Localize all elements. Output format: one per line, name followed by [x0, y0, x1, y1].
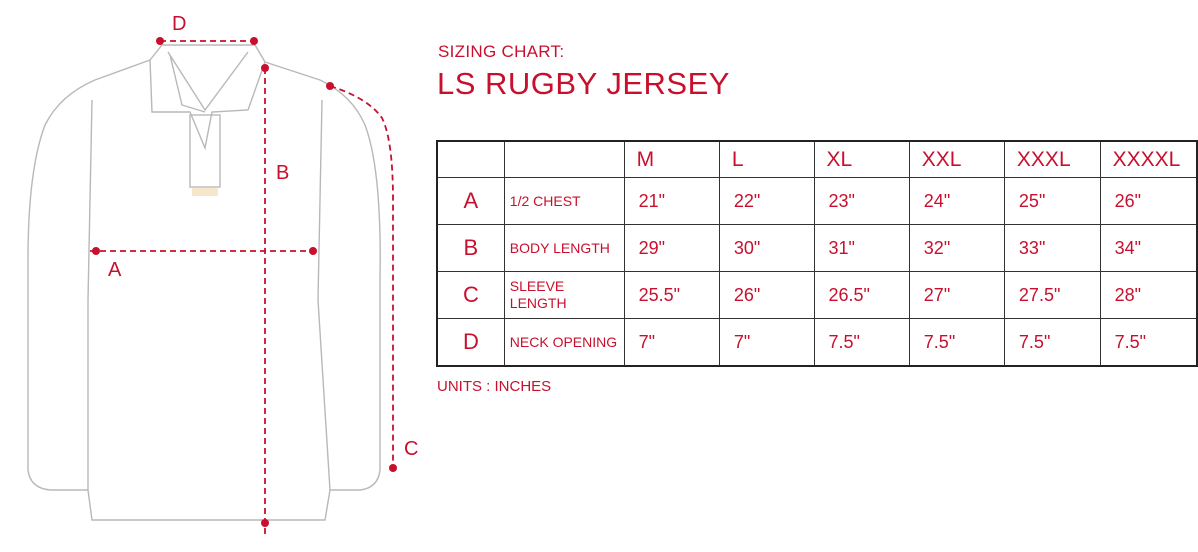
sleeve-length-line: [329, 85, 394, 468]
table-cell: 30": [718, 224, 815, 272]
label-a: A: [108, 259, 122, 281]
chart-title: LS RUGBY JERSEY: [437, 66, 730, 101]
units-note: UNITS : INCHES: [437, 378, 552, 395]
row-letter: B: [436, 224, 505, 272]
jersey-outline: [27, 44, 381, 521]
table-cell: 28": [1099, 271, 1198, 319]
size-header: XXXL: [1003, 140, 1101, 178]
row-letter: C: [436, 271, 505, 319]
table-cell: 25": [1003, 177, 1101, 225]
row-measurement: NECK OPENING: [503, 318, 625, 367]
table-cell: 7.5": [908, 318, 1005, 367]
row-measurement: BODY LENGTH: [503, 224, 625, 272]
table-cell: 29": [623, 224, 720, 272]
label-d: D: [172, 13, 186, 35]
jersey-illustration: D B A C: [27, 13, 418, 538]
table-cell: 21": [623, 177, 720, 225]
measurement-points: [92, 37, 397, 527]
table-row: C SLEEVE LENGTH 25.5" 26" 26.5" 27" 27.5…: [436, 271, 1198, 319]
table-cell: 26": [1099, 177, 1198, 225]
table-row: B BODY LENGTH 29" 30" 31" 32" 33" 34": [436, 224, 1198, 272]
size-header: XL: [813, 140, 910, 178]
table-cell: 7.5": [1003, 318, 1101, 367]
table-cell: 27.5": [1003, 271, 1101, 319]
row-measurement: 1/2 CHEST: [503, 177, 625, 225]
table-cell: 25.5": [623, 271, 720, 319]
table-row: D NECK OPENING 7" 7" 7.5" 7.5" 7.5" 7.5": [436, 318, 1198, 367]
label-c: C: [404, 438, 418, 460]
table-cell: 22": [718, 177, 815, 225]
size-header: XXXXL: [1099, 140, 1198, 178]
label-b: B: [276, 162, 289, 184]
table-cell: 7.5": [1099, 318, 1198, 367]
table-cell: 26": [718, 271, 815, 319]
table-row: A 1/2 CHEST 21" 22" 23" 24" 25" 26": [436, 177, 1198, 225]
sizing-table: M L XL XXL XXXL XXXXL A 1/2 CHEST 21" 22…: [436, 140, 1198, 367]
table-cell: 27": [908, 271, 1005, 319]
table-cell: 33": [1003, 224, 1101, 272]
header-empty-cell: [436, 140, 505, 178]
header-empty-cell: [503, 140, 625, 178]
table-cell: 23": [813, 177, 910, 225]
table-cell: 7.5": [813, 318, 910, 367]
measurement-guides: [90, 40, 394, 538]
table-header-row: M L XL XXL XXXL XXXXL: [436, 140, 1198, 178]
size-header: XXL: [908, 140, 1005, 178]
table-cell: 34": [1099, 224, 1198, 272]
table-cell: 7": [718, 318, 815, 367]
table-cell: 26.5": [813, 271, 910, 319]
row-measurement: SLEEVE LENGTH: [503, 271, 625, 319]
table-cell: 7": [623, 318, 720, 367]
row-letter: A: [436, 177, 505, 225]
chart-subtitle: SIZING CHART:: [438, 42, 565, 61]
table-cell: 32": [908, 224, 1005, 272]
table-cell: 24": [908, 177, 1005, 225]
size-header: L: [718, 140, 815, 178]
row-letter: D: [436, 318, 505, 367]
size-header: M: [623, 140, 720, 178]
table-cell: 31": [813, 224, 910, 272]
